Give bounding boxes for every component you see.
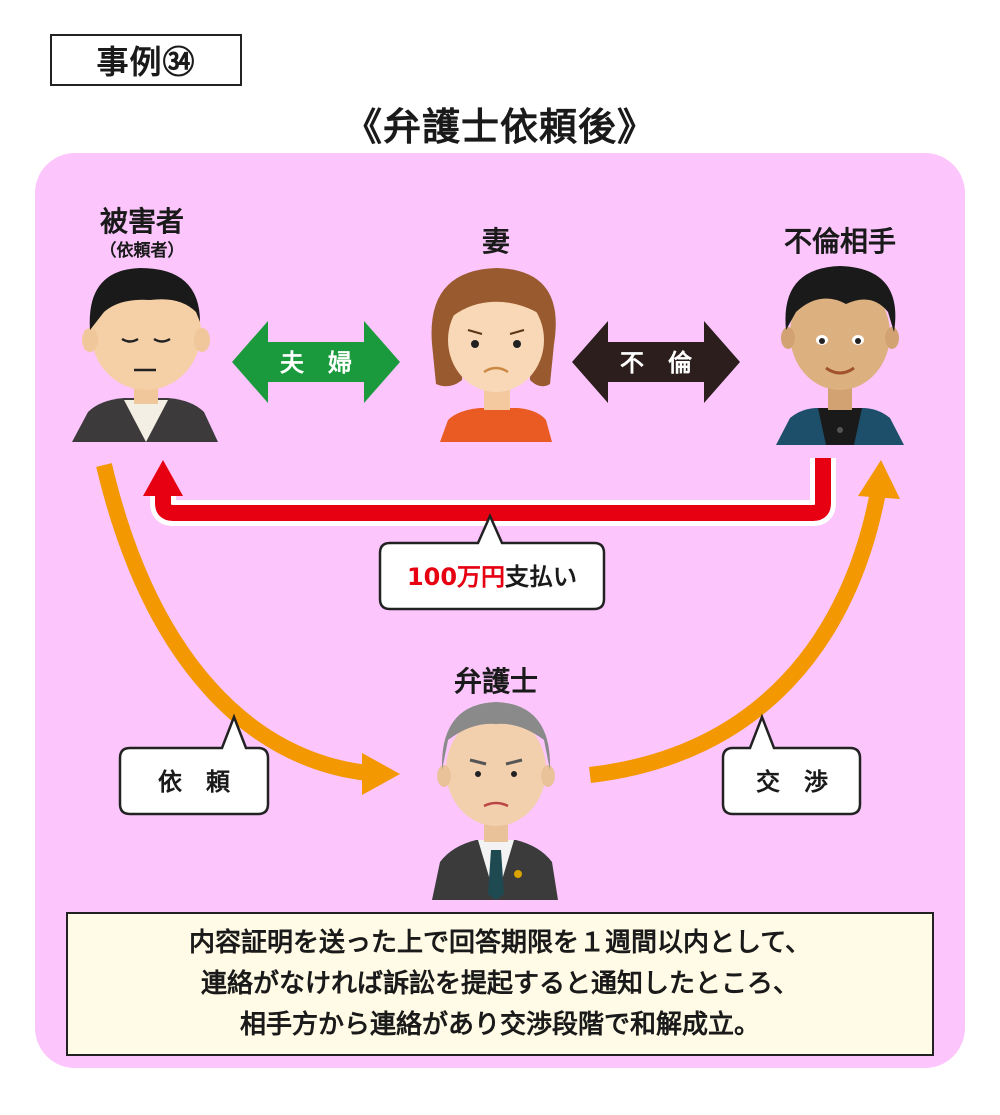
note-line: 内容証明を送った上で回答期限を１週間以内として、 — [189, 927, 811, 958]
outcome-note: 内容証明を送った上で回答期限を１週間以内として、 連絡がなければ訴訟を提起すると… — [66, 912, 934, 1056]
affair-partner-illustration — [776, 266, 904, 445]
affair-arrow: 不 倫 — [572, 321, 740, 403]
payment-action: 支払い — [505, 563, 577, 591]
request-bubble: 依 頼 — [118, 713, 270, 816]
victim-illustration — [72, 268, 218, 442]
payment-arrow — [143, 458, 836, 526]
victim-sublabel: （依頼者） — [99, 241, 185, 261]
lawyer-illustration — [432, 702, 558, 900]
affair-label: 不 倫 — [620, 349, 693, 377]
wife-illustration — [431, 268, 556, 442]
married-label: 夫 婦 — [280, 349, 352, 377]
negotiation-label: 交 渉 — [756, 768, 828, 796]
note-line: 相手方から連絡があり交渉段階で和解成立。 — [239, 1009, 760, 1040]
negotiation-arrow — [589, 460, 900, 783]
case-number: 事例㉞ — [96, 43, 196, 81]
married-arrow: 夫 婦 — [232, 321, 400, 403]
payment-amount: 100万円 — [407, 563, 505, 591]
negotiation-bubble: 交 渉 — [721, 713, 862, 816]
payment-text: 100万円支払い — [407, 563, 577, 591]
lawyer-label: 弁護士 — [453, 665, 538, 698]
affair-partner-label: 不倫相手 — [783, 225, 896, 258]
payment-bubble: 100万円支払い — [378, 512, 606, 611]
note-line: 連絡がなければ訴訟を提起すると通知したところ、 — [200, 968, 799, 999]
page-title: 《弁護士依頼後》 — [343, 105, 656, 149]
case-number-box: 事例㉞ — [50, 34, 242, 86]
victim-label: 被害者 — [99, 205, 184, 238]
request-label: 依 頼 — [158, 768, 231, 796]
wife-label: 妻 — [481, 225, 510, 258]
request-arrow — [96, 463, 400, 795]
